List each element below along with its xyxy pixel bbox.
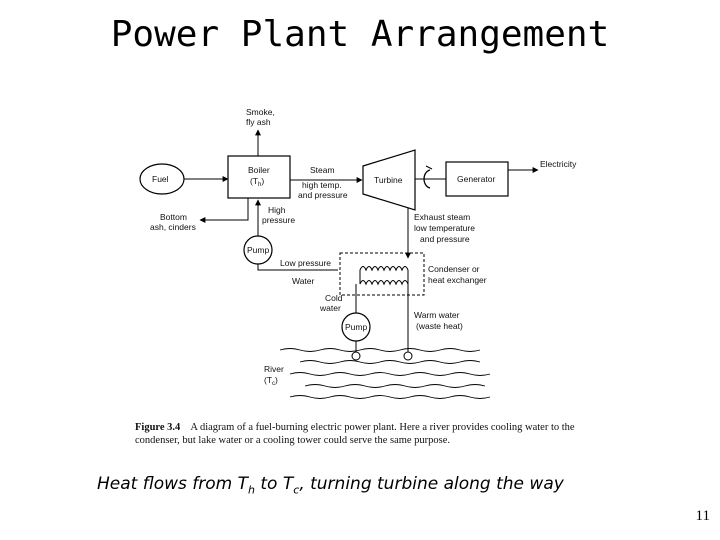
cold-water-label: water	[319, 303, 341, 313]
page-number: 11	[695, 508, 710, 524]
river-waves	[279, 348, 491, 399]
pump2-label: Pump	[345, 322, 367, 332]
bottom-label: Bottom	[160, 212, 187, 222]
steam-high-temp-label: high temp.	[302, 180, 342, 190]
exhaust-temp-label: low temperature	[414, 223, 475, 233]
high-label: High	[268, 205, 286, 215]
turbine-shape	[362, 149, 416, 211]
river-temp-label: (Tc)	[264, 375, 278, 387]
warm-water-label: Warm water	[414, 310, 460, 320]
exhaust-label: Exhaust steam	[414, 212, 470, 222]
fuel-label: Fuel	[152, 174, 169, 184]
condenser-coils	[359, 265, 409, 272]
condenser-label: Condenser or	[428, 264, 480, 274]
exhaust-pressure-label: and pressure	[420, 234, 470, 244]
heat-flow-text: Heat flows from Th to Tc, turning turbin…	[97, 474, 564, 497]
smoke-label: Smoke,	[246, 107, 275, 117]
steam-pressure-label: and pressure	[298, 190, 348, 200]
turbine-label: Turbine	[374, 175, 403, 185]
boiler-temp-label: (Th)	[250, 176, 264, 188]
boiler-box	[227, 155, 291, 199]
generator-label: Generator	[457, 174, 495, 184]
figure-caption-text: A diagram of a fuel-burning electric pow…	[135, 422, 575, 446]
waste-heat-label: (waste heat)	[416, 321, 463, 331]
figure-number: Figure 3.4	[135, 422, 181, 433]
pump-label: Pump	[247, 245, 269, 255]
condenser-box	[339, 252, 425, 296]
heat-exchanger-label: heat exchanger	[428, 275, 487, 285]
power-plant-diagram: Fuel Boiler (Th) Smoke, fly ash Bottom a…	[139, 107, 577, 399]
slide-title: Power Plant Arrangement	[110, 14, 610, 55]
fly-ash-label: fly ash	[246, 117, 271, 127]
boiler-label: Boiler	[248, 165, 270, 175]
bottom-ash-label: ash, cinders	[150, 222, 196, 232]
water-label: Water	[292, 276, 315, 286]
electricity-label: Electricity	[540, 159, 577, 169]
steam-label: Steam	[310, 165, 335, 175]
river-label: River	[264, 364, 284, 374]
cold-label: Cold	[325, 293, 343, 303]
low-pressure-label: Low pressure	[280, 258, 331, 268]
generator-box	[445, 161, 509, 197]
high-pressure-label: pressure	[262, 215, 295, 225]
